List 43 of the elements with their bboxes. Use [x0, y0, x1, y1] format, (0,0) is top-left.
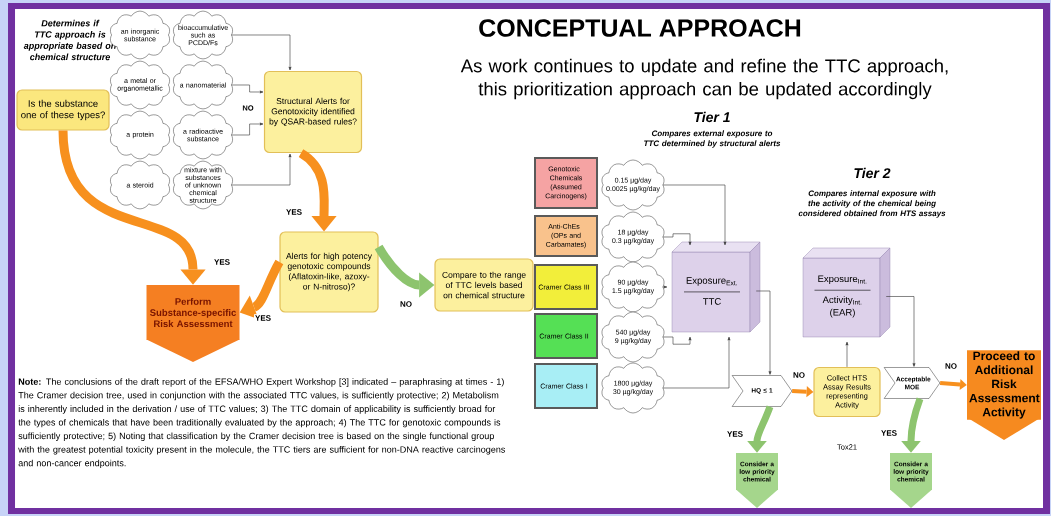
- arrow: [662, 233, 692, 246]
- tier-heading: Tier 2: [854, 167, 891, 179]
- process-box: Compare to the range of TTC levels based on chemical structure: [434, 258, 534, 312]
- process-box: Structural Alerts for Genotoxicity identified by QSAR-based rules?: [263, 70, 363, 154]
- edge-label: YES: [213, 258, 231, 266]
- curved-arrow: [747, 405, 774, 453]
- edge-label: YES: [726, 430, 744, 438]
- arrow: [885, 296, 916, 367]
- arrow-box: Perform Substance-specific Risk Assessment: [146, 285, 240, 362]
- curved-arrow: [374, 244, 435, 298]
- process-box: Alerts for high potency genotoxic compounds (Aflatoxin-like, azoxy- or N-nitroso)?: [279, 231, 379, 313]
- edge-label: YES: [285, 208, 303, 216]
- process-box: Is the substance one of these types?: [16, 89, 110, 131]
- curved-arrow: [792, 386, 814, 398]
- arrow-box: Proceed to Additional Risk Assessment Activity: [967, 350, 1041, 440]
- curved-arrow: [939, 378, 967, 391]
- arrow: [231, 122, 264, 136]
- tier-description: Compares external exposure to TTC determined by structural alerts: [644, 130, 781, 148]
- curved-arrow: [298, 149, 337, 232]
- arrow: [662, 285, 668, 289]
- edge-label: NO: [399, 300, 413, 308]
- tier-description: Compares internal exposure with the activity of the chemical being considered obtained from HTS assays: [798, 190, 946, 218]
- edge-label: YES: [254, 314, 272, 322]
- curved-arrow: [58, 130, 206, 285]
- curved-arrow: [901, 397, 924, 453]
- arrow: [755, 290, 772, 375]
- cube-box: Exposure$_{Int.}$ Activity$_{Int.}$ (EAR): [802, 247, 891, 338]
- edge-label: NO: [944, 362, 958, 370]
- arrow: [662, 184, 727, 246]
- curved-arrow: [239, 259, 284, 320]
- arrow: [231, 34, 292, 71]
- note-text: Note: The conclusions of the draft report of the EFSA/WHO Expert Workshop [3] indicated – paraphrasing at times - 1) The Cramer decision tree, used in conjunction with the associated TTC values, is sufficiently protective; 2) Metabolism is inherently included in the derivation / use of TTC values; 3) The TTC domain of applicability is sufficiently broad for the types of chemicals that have been traditionally evaluated by the approach; 4) The TTC for genotoxic compounds is sufficiently protective; 5) Noting that classification by the Cramer decision tree is based on the single functional group with the greatest potential toxicity present in the molecule, the TTC tiers are sufficient for non-DNA reactive carcinogens and non-cancer endpoints.: [18, 378, 506, 469]
- title: CONCEPTUAL APPROACH: [479, 19, 801, 37]
- edge-label: NO: [792, 371, 806, 379]
- arrow: [662, 336, 731, 389]
- subtitle: As work continues to update and refine the TTC approach, this prioritization approach can be updated accordingly: [460, 58, 948, 100]
- arrow: [231, 84, 264, 94]
- cube-box: Exposure$_{Ext.}$ TTC: [671, 241, 761, 333]
- arrow: [845, 341, 849, 368]
- arrow: [662, 336, 692, 345]
- arrow: [231, 153, 292, 186]
- tier-heading: Tier 1: [694, 111, 730, 123]
- edge-label: YES: [880, 429, 898, 437]
